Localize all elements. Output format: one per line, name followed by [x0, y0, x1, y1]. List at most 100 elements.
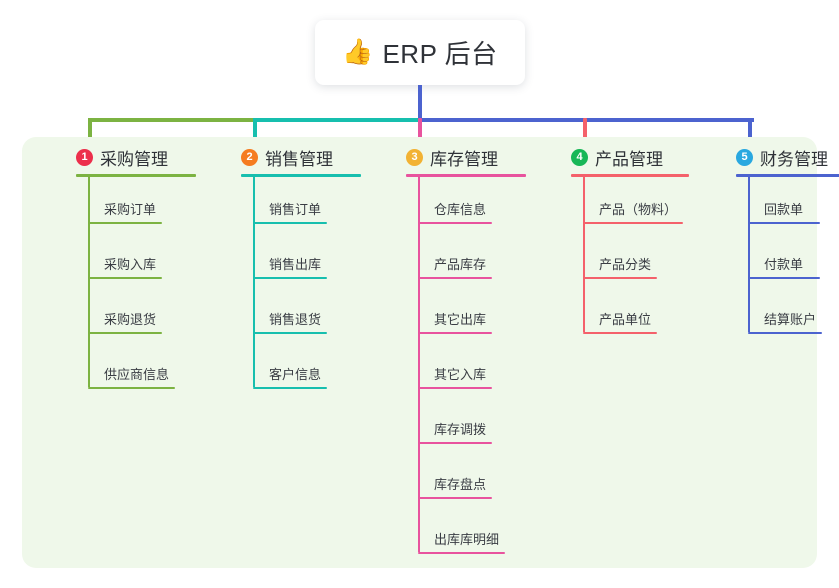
branch-item-underline: [583, 277, 657, 279]
branch-item[interactable]: 客户信息: [253, 364, 327, 389]
branch-item[interactable]: 其它入库: [418, 364, 492, 389]
branch-item[interactable]: 采购入库: [88, 254, 162, 279]
branch-spine: [253, 177, 255, 387]
branch-title-label: 库存管理: [430, 150, 498, 169]
branch-item[interactable]: 产品库存: [418, 254, 492, 279]
branch-item[interactable]: 供应商信息: [88, 364, 175, 389]
branch-item-underline: [418, 442, 492, 444]
connector-drop-2: [253, 118, 257, 154]
branch-item-label: 库存盘点: [434, 477, 487, 492]
branch-item[interactable]: 销售订单: [253, 199, 327, 224]
branches-panel: 1 采购管理采购订单采购入库采购退货供应商信息 2 销售管理销售订单销售出库销售退货客…: [22, 137, 839, 568]
branch-spine: [583, 177, 585, 332]
branch-title-label: 财务管理: [760, 150, 828, 169]
branch-item[interactable]: 采购订单: [88, 199, 162, 224]
branch-item-underline: [583, 332, 657, 334]
branch-item[interactable]: 库存盘点: [418, 474, 492, 499]
branch-item[interactable]: 仓库信息: [418, 199, 492, 224]
branch-item-label: 采购入库: [104, 257, 157, 272]
branch-item-label: 产品分类: [599, 257, 652, 272]
branch-item-underline: [418, 277, 492, 279]
branch-title-label: 销售管理: [265, 150, 333, 169]
branch-item-underline: [418, 387, 492, 389]
branch-header-3[interactable]: 3 库存管理: [406, 145, 498, 170]
connector-hbar-2: [253, 118, 422, 122]
branch-item-underline: [253, 332, 327, 334]
branch-header-underline: [571, 174, 689, 177]
branch-item-underline: [418, 497, 492, 499]
branch-item-underline: [418, 222, 492, 224]
branch-item[interactable]: 采购退货: [88, 309, 162, 334]
branch-spine: [748, 177, 750, 332]
connector-hbar-1: [88, 118, 257, 122]
root-node-title-box[interactable]: 👍 ERP 后台: [315, 20, 525, 85]
branch-item-label: 销售出库: [269, 257, 322, 272]
branch-item[interactable]: 其它出库: [418, 309, 492, 334]
branch-item-label: 其它入库: [434, 367, 487, 382]
connector-drop-1: [88, 118, 92, 154]
branch-header-4[interactable]: 4 产品管理: [571, 145, 663, 170]
connector-drop-4: [583, 118, 587, 154]
branch-number-badge: 4: [571, 149, 588, 166]
connector-drop-3: [418, 118, 422, 154]
branch-header-2[interactable]: 2 销售管理: [241, 145, 333, 170]
branch-item-underline: [88, 222, 162, 224]
branch-header-5[interactable]: 5 财务管理: [736, 145, 828, 170]
branch-item[interactable]: 回款单: [748, 199, 820, 224]
branch-item-underline: [418, 332, 492, 334]
branch-item[interactable]: 出库库明细: [418, 529, 505, 554]
branch-item-label: 销售退货: [269, 312, 322, 327]
thumbs-up-icon: 👍: [342, 38, 374, 66]
branch-item-label: 客户信息: [269, 367, 322, 382]
branch-item-label: 回款单: [764, 202, 804, 217]
branch-item[interactable]: 销售出库: [253, 254, 327, 279]
branch-spine: [418, 177, 420, 552]
branch-item-label: 采购退货: [104, 312, 157, 327]
connector-stem: [418, 85, 422, 122]
branch-item-label: 出库库明细: [434, 532, 500, 547]
branch-item-underline: [253, 222, 327, 224]
branch-item-label: 产品单位: [599, 312, 652, 327]
branch-item[interactable]: 销售退货: [253, 309, 327, 334]
branch-item-label: 库存调拨: [434, 422, 487, 437]
branch-number-badge: 5: [736, 149, 753, 166]
branch-item-underline: [748, 277, 820, 279]
branch-item-label: 其它出库: [434, 312, 487, 327]
branch-item-underline: [583, 222, 683, 224]
branch-item[interactable]: 付款单: [748, 254, 820, 279]
branch-header-underline: [241, 174, 361, 177]
branch-item-label: 付款单: [764, 257, 804, 272]
branch-item-label: 产品（物料）: [599, 202, 678, 217]
branch-item[interactable]: 产品（物料）: [583, 199, 683, 224]
branch-item-underline: [88, 277, 162, 279]
root-node-content: 👍 ERP 后台: [342, 34, 497, 71]
branch-item-underline: [88, 332, 162, 334]
branch-item-label: 供应商信息: [104, 367, 170, 382]
branch-item[interactable]: 库存调拨: [418, 419, 492, 444]
branch-item-underline: [88, 387, 175, 389]
branch-title-label: 产品管理: [595, 150, 663, 169]
branch-item-underline: [253, 277, 327, 279]
connector-drop-5: [748, 118, 752, 154]
branch-title-label: 采购管理: [100, 150, 168, 169]
branch-item[interactable]: 产品分类: [583, 254, 657, 279]
root-node-label: ERP 后台: [382, 39, 498, 69]
branch-number-badge: 2: [241, 149, 258, 166]
branch-number-badge: 3: [406, 149, 423, 166]
branch-header-underline: [76, 174, 196, 177]
branch-item-label: 产品库存: [434, 257, 487, 272]
branch-spine: [88, 177, 90, 387]
branch-item-label: 采购订单: [104, 202, 157, 217]
branch-item-label: 仓库信息: [434, 202, 487, 217]
branch-header-underline: [736, 174, 839, 177]
branch-item[interactable]: 结算账户: [748, 309, 822, 334]
branch-header-underline: [406, 174, 526, 177]
branch-item-label: 销售订单: [269, 202, 322, 217]
branch-header-1[interactable]: 1 采购管理: [76, 145, 168, 170]
branch-number-badge: 1: [76, 149, 93, 166]
branch-item[interactable]: 产品单位: [583, 309, 657, 334]
branch-item-underline: [418, 552, 505, 554]
branch-item-label: 结算账户: [764, 312, 817, 327]
branch-item-underline: [748, 222, 820, 224]
